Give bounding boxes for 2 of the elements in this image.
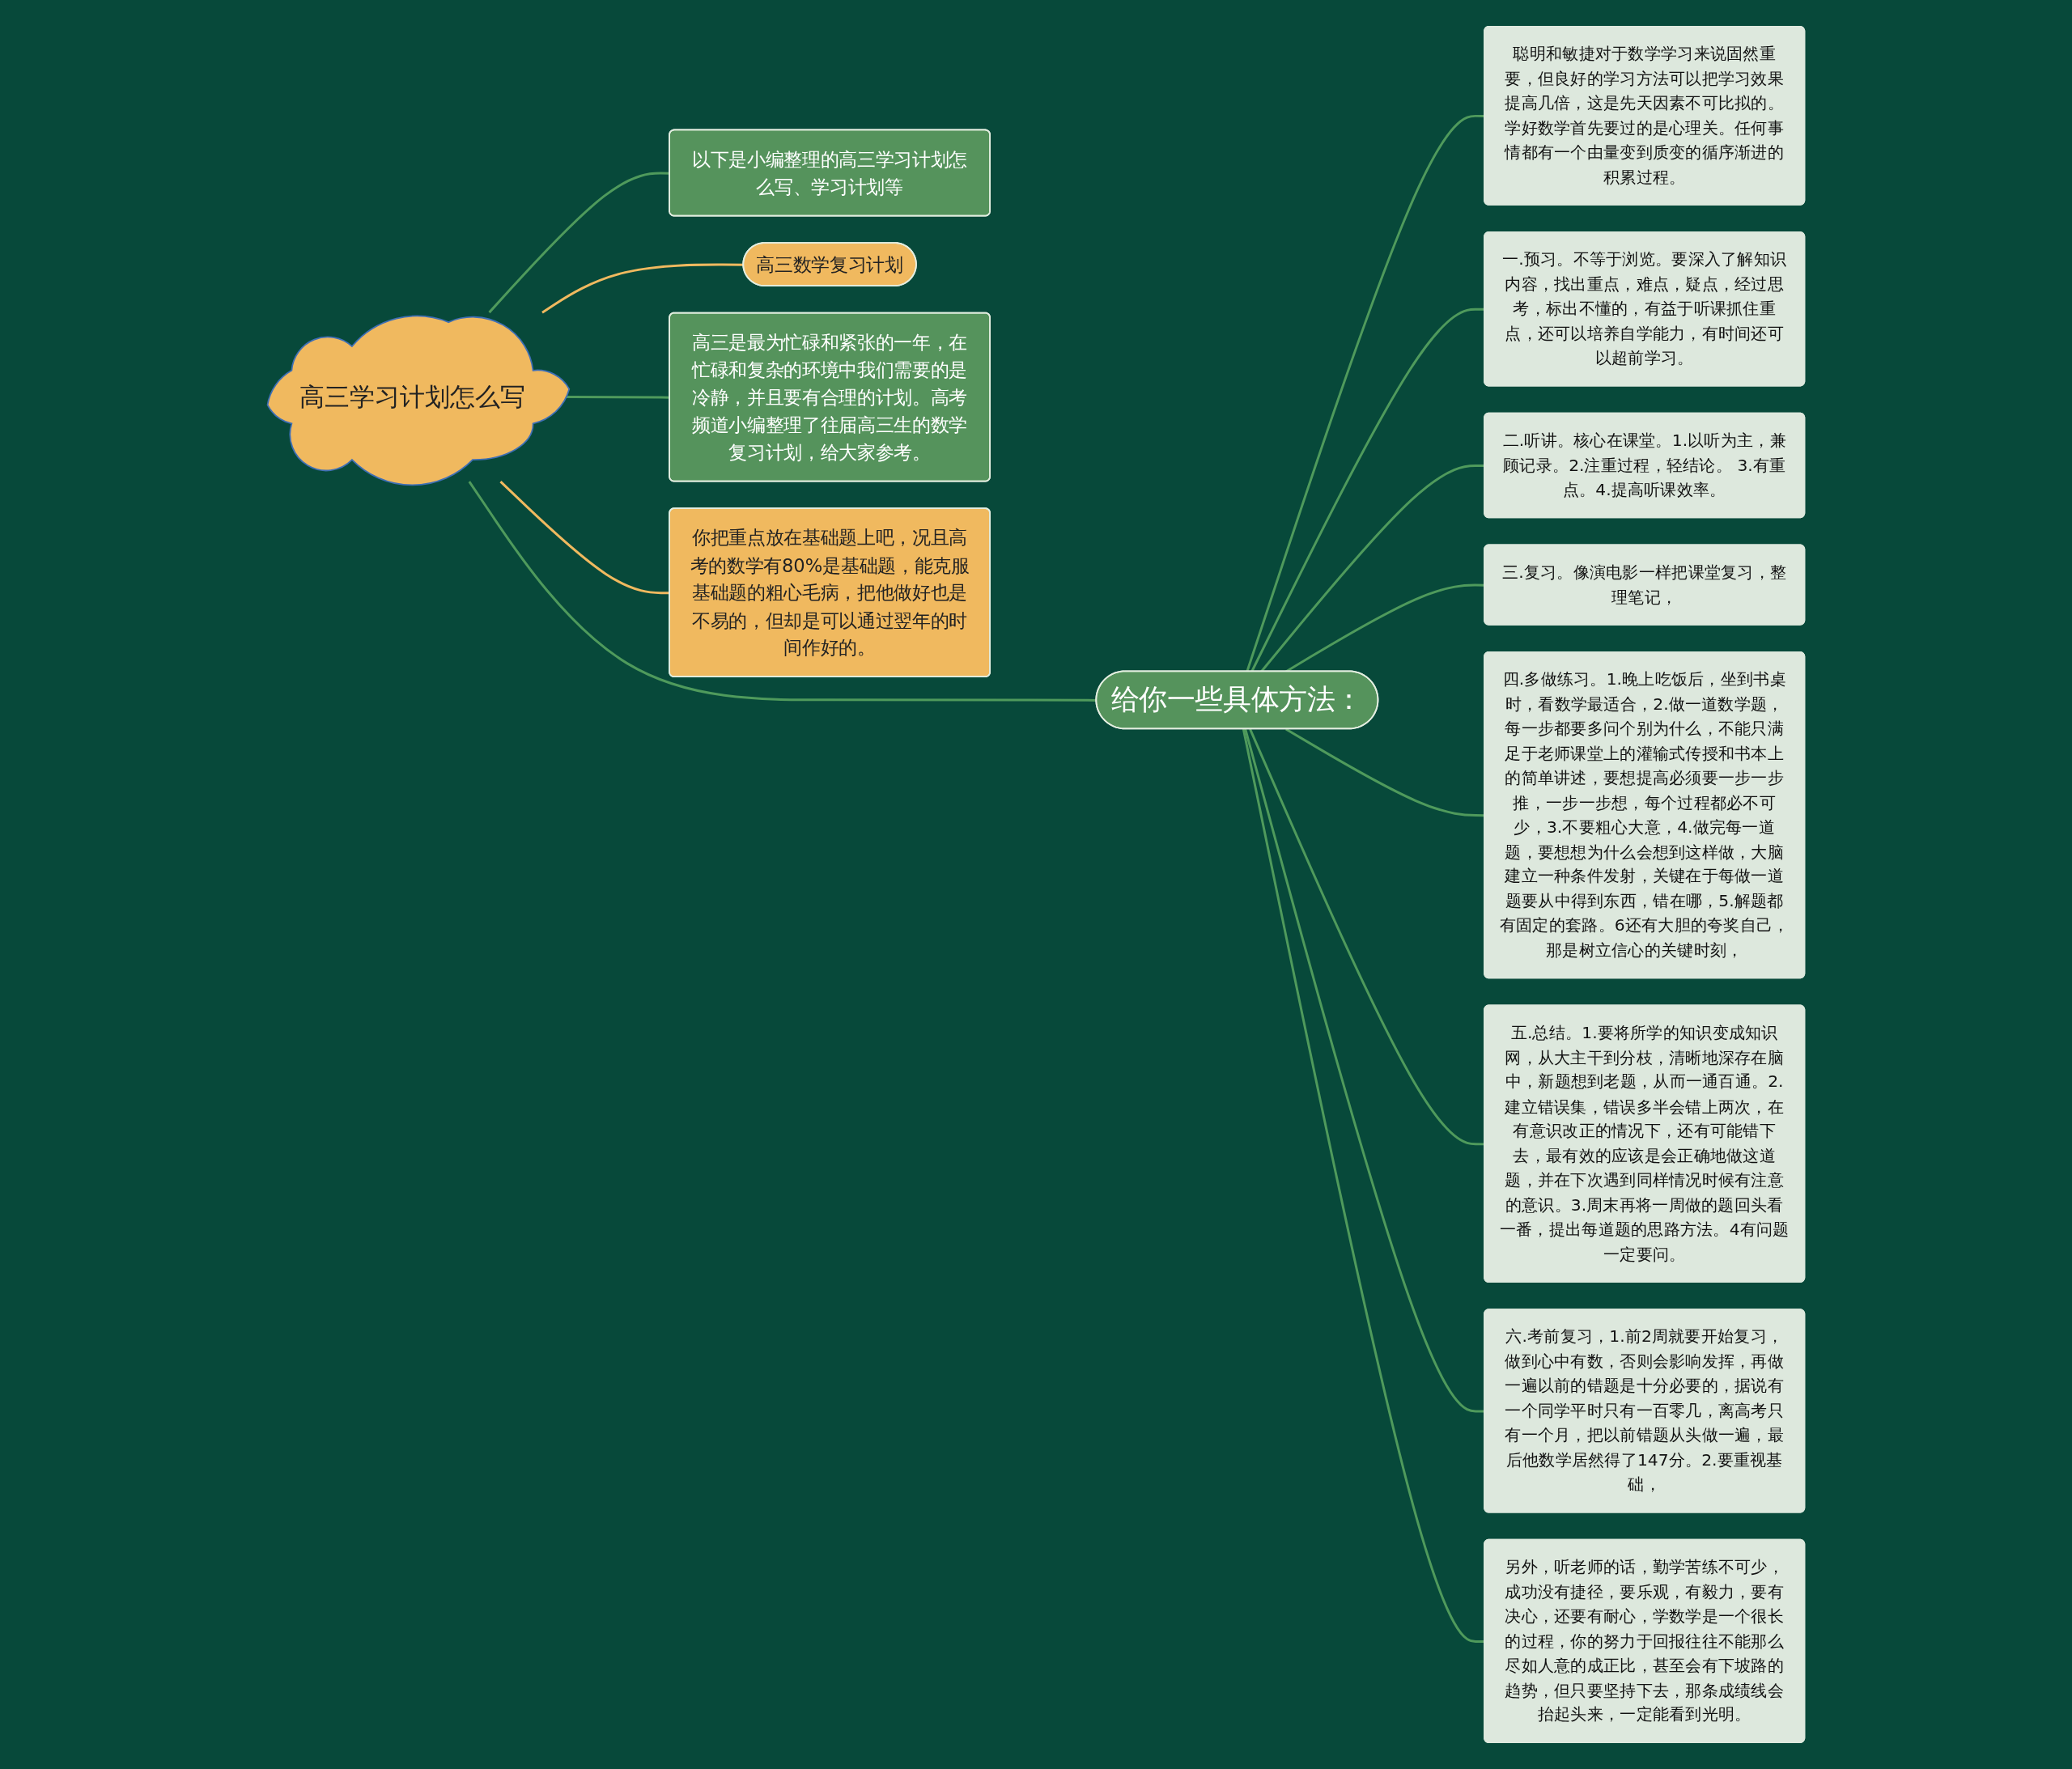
- connector: [541, 263, 744, 314]
- connector: [468, 481, 1097, 702]
